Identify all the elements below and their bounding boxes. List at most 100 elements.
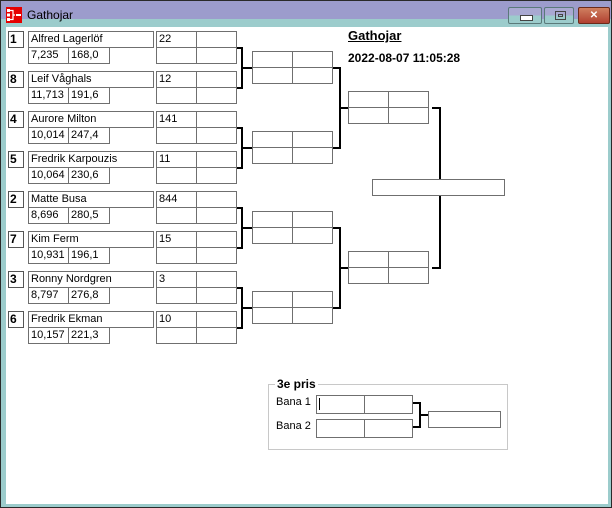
score-field[interactable]: 15 — [156, 231, 197, 248]
bracket-connector — [237, 127, 243, 129]
extra-field-2[interactable] — [196, 167, 237, 184]
quarterfinal-field-d[interactable] — [292, 67, 333, 84]
score-field-2[interactable] — [196, 71, 237, 88]
player-time-field[interactable]: 10,157 — [28, 327, 69, 344]
extra-field-1[interactable] — [156, 167, 197, 184]
bracket-connector — [242, 307, 252, 309]
app-bracket-icon[interactable] — [6, 7, 22, 23]
score-field[interactable]: 141 — [156, 111, 197, 128]
extra-field-1[interactable] — [156, 127, 197, 144]
score-field[interactable]: 22 — [156, 31, 197, 48]
extra-field-1[interactable] — [156, 287, 197, 304]
third-place-lane1-b[interactable] — [364, 395, 413, 414]
score-field[interactable]: 12 — [156, 71, 197, 88]
extra-field-2[interactable] — [196, 87, 237, 104]
extra-field-2[interactable] — [196, 47, 237, 64]
extra-field-2[interactable] — [196, 207, 237, 224]
player-name-field[interactable]: Fredrik Ekman — [28, 311, 154, 328]
bracket-connector — [237, 167, 243, 169]
score-field-2[interactable] — [196, 311, 237, 328]
quarterfinal-field-a[interactable] — [252, 131, 293, 148]
score-field-2[interactable] — [196, 111, 237, 128]
third-place-lane2-a[interactable] — [316, 419, 365, 438]
close-button[interactable]: ✕ — [578, 7, 610, 24]
extra-field-1[interactable] — [156, 247, 197, 264]
bracket-connector — [237, 87, 243, 89]
quarterfinal-field-b[interactable] — [292, 291, 333, 308]
score-field[interactable]: 844 — [156, 191, 197, 208]
third-place-lane1-a[interactable] — [316, 395, 365, 414]
player-speed-field[interactable]: 247,4 — [68, 127, 110, 144]
player-speed-field[interactable]: 196,1 — [68, 247, 110, 264]
player-speed-field[interactable]: 276,8 — [68, 287, 110, 304]
seed-badge: 3 — [8, 271, 24, 288]
maximize-button[interactable] — [544, 7, 574, 24]
score-field[interactable]: 10 — [156, 311, 197, 328]
extra-field-2[interactable] — [196, 247, 237, 264]
bracket-connector — [242, 147, 252, 149]
score-field-2[interactable] — [196, 191, 237, 208]
third-place-lane2-b[interactable] — [364, 419, 413, 438]
quarterfinal-field-c[interactable] — [252, 67, 293, 84]
quarterfinal-field-a[interactable] — [252, 291, 293, 308]
player-name-field[interactable]: Aurore Milton — [28, 111, 154, 128]
quarterfinal-field-b[interactable] — [292, 211, 333, 228]
semifinal-field-c[interactable] — [348, 267, 389, 284]
seed-badge: 6 — [8, 311, 24, 328]
quarterfinal-field-a[interactable] — [252, 211, 293, 228]
player-name-field[interactable]: Leif Våghals — [28, 71, 154, 88]
semifinal-field-a[interactable] — [348, 251, 389, 268]
player-speed-field[interactable]: 221,3 — [68, 327, 110, 344]
score-field-2[interactable] — [196, 231, 237, 248]
final-winner-field[interactable] — [372, 179, 505, 196]
quarterfinal-field-d[interactable] — [292, 147, 333, 164]
player-name-field[interactable]: Alfred Lagerlöf — [28, 31, 154, 48]
extra-field-1[interactable] — [156, 47, 197, 64]
player-time-field[interactable]: 8,797 — [28, 287, 69, 304]
player-time-field[interactable]: 11,713 — [28, 87, 69, 104]
quarterfinal-field-a[interactable] — [252, 51, 293, 68]
player-name-field[interactable]: Kim Ferm — [28, 231, 154, 248]
quarterfinal-field-d[interactable] — [292, 307, 333, 324]
player-name-field[interactable]: Ronny Nordgren — [28, 271, 154, 288]
quarterfinal-field-c[interactable] — [252, 227, 293, 244]
semifinal-field-b[interactable] — [388, 91, 429, 108]
score-field[interactable]: 11 — [156, 151, 197, 168]
player-time-field[interactable]: 10,931 — [28, 247, 69, 264]
semifinal-field-d[interactable] — [388, 107, 429, 124]
player-name-field[interactable]: Fredrik Karpouzis — [28, 151, 154, 168]
semifinal-field-d[interactable] — [388, 267, 429, 284]
score-field-2[interactable] — [196, 151, 237, 168]
score-field[interactable]: 3 — [156, 271, 197, 288]
semifinal-field-c[interactable] — [348, 107, 389, 124]
title-bar[interactable]: Gathojar ✕ — [2, 2, 610, 26]
player-time-field[interactable]: 10,014 — [28, 127, 69, 144]
extra-field-1[interactable] — [156, 207, 197, 224]
player-speed-field[interactable]: 230,6 — [68, 167, 110, 184]
extra-field-1[interactable] — [156, 327, 197, 344]
score-field-2[interactable] — [196, 31, 237, 48]
extra-field-1[interactable] — [156, 87, 197, 104]
extra-field-2[interactable] — [196, 327, 237, 344]
third-place-result-field[interactable] — [428, 411, 501, 428]
extra-field-2[interactable] — [196, 287, 237, 304]
extra-field-2[interactable] — [196, 127, 237, 144]
quarterfinal-field-d[interactable] — [292, 227, 333, 244]
player-speed-field[interactable]: 280,5 — [68, 207, 110, 224]
player-speed-field[interactable]: 168,0 — [68, 47, 110, 64]
seed-badge: 7 — [8, 231, 24, 248]
quarterfinal-field-c[interactable] — [252, 147, 293, 164]
quarterfinal-field-b[interactable] — [292, 131, 333, 148]
player-time-field[interactable]: 7,235 — [28, 47, 69, 64]
player-time-field[interactable]: 10,064 — [28, 167, 69, 184]
player-speed-field[interactable]: 191,6 — [68, 87, 110, 104]
player-time-field[interactable]: 8,696 — [28, 207, 69, 224]
quarterfinal-field-b[interactable] — [292, 51, 333, 68]
quarterfinal-field-c[interactable] — [252, 307, 293, 324]
minimize-button[interactable] — [508, 7, 542, 24]
semifinal-field-b[interactable] — [388, 251, 429, 268]
bracket-connector — [237, 327, 243, 329]
player-name-field[interactable]: Matte Busa — [28, 191, 154, 208]
semifinal-field-a[interactable] — [348, 91, 389, 108]
score-field-2[interactable] — [196, 271, 237, 288]
